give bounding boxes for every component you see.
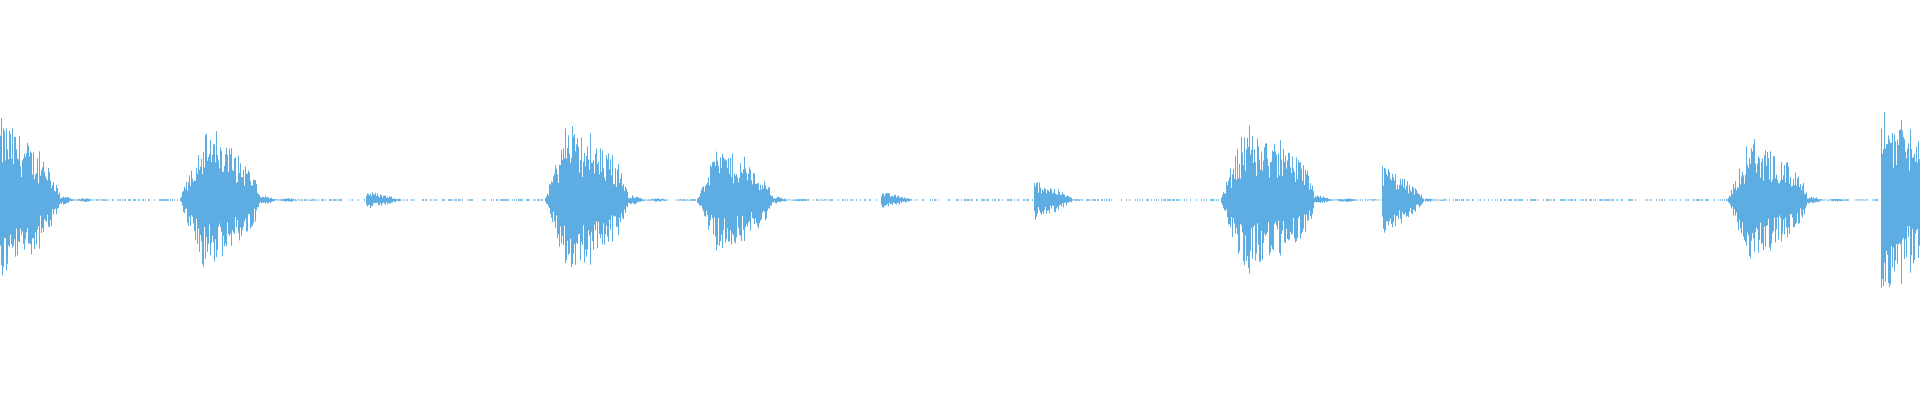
- waveform-group: [0, 111, 1920, 288]
